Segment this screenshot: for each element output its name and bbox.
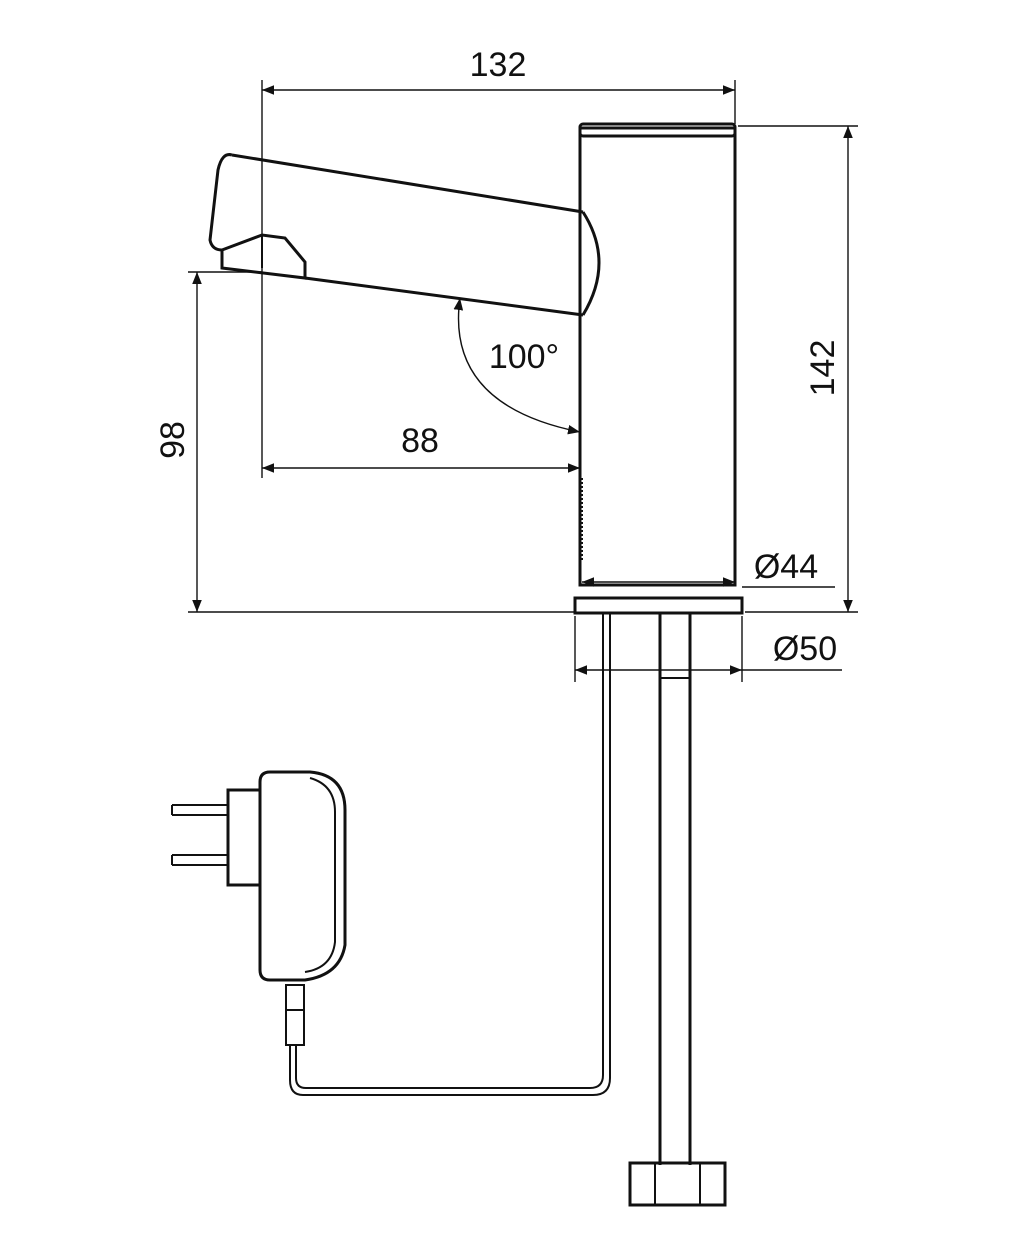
dimension-label-diameter-44: Ø44 bbox=[754, 548, 818, 586]
dimension-label-diameter-50: Ø50 bbox=[773, 630, 837, 668]
dimension-label-100-degrees: 100° bbox=[489, 338, 559, 376]
dimension-label-98: 98 bbox=[154, 421, 192, 459]
dimension-label-88: 88 bbox=[401, 422, 439, 460]
dimension-label-142: 142 bbox=[804, 340, 842, 397]
dimension-body-diameter: Ø44 bbox=[582, 548, 835, 588]
power-adapter bbox=[171, 770, 347, 1046]
dimension-overall-height: 142 bbox=[738, 125, 858, 613]
dimension-overall-length: 132 bbox=[261, 46, 736, 478]
dimension-base-diameter: Ø50 bbox=[574, 616, 842, 682]
faucet-spout bbox=[208, 153, 601, 317]
dimension-spout-height: 98 bbox=[154, 271, 575, 613]
base-plate bbox=[573, 596, 744, 615]
supply-hose bbox=[628, 613, 727, 1207]
dimension-label-132: 132 bbox=[470, 46, 527, 84]
dimension-spout-angle: 100° bbox=[453, 297, 581, 435]
dimension-spout-reach: 88 bbox=[262, 422, 580, 473]
faucet-body bbox=[578, 122, 737, 587]
power-cable bbox=[289, 613, 611, 1096]
